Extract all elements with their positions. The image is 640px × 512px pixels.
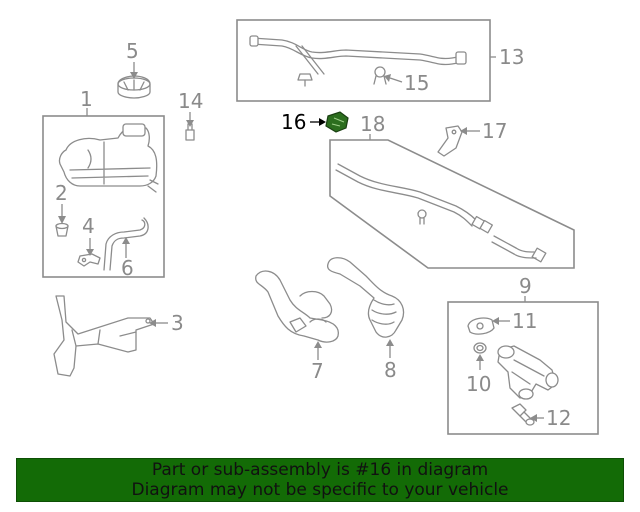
callout-16: 16 xyxy=(281,110,306,134)
callout-2: 2 xyxy=(55,181,68,205)
hose-bracket[interactable] xyxy=(437,125,463,157)
callout-9: 9 xyxy=(519,274,532,298)
reservoir-cap[interactable] xyxy=(117,75,151,99)
info-banner: Part or sub-assembly is #16 in diagram D… xyxy=(16,458,624,502)
callout-14: 14 xyxy=(178,89,203,113)
o-ring-10[interactable] xyxy=(473,342,487,354)
callout-8: 8 xyxy=(384,358,397,382)
callout-6: 6 xyxy=(121,256,134,280)
radiator-hose-7[interactable] xyxy=(255,270,340,343)
callout-11: 11 xyxy=(512,309,537,333)
reservoir-group-box xyxy=(42,115,165,278)
banner-line-1: Part or sub-assembly is #16 in diagram xyxy=(151,460,489,480)
callout-13: 13 xyxy=(499,45,524,69)
upper-heater-hose[interactable] xyxy=(249,35,467,75)
coolant-reservoir-tank[interactable] xyxy=(58,123,159,193)
push-clip[interactable] xyxy=(373,66,387,85)
banner-line-2: Diagram may not be specific to your vehi… xyxy=(131,480,509,500)
callout-4: 4 xyxy=(82,214,95,238)
bolt-12[interactable] xyxy=(511,403,535,426)
callout-7: 7 xyxy=(311,359,324,383)
callout-15: 15 xyxy=(404,71,429,95)
hose-clip-small[interactable] xyxy=(417,209,427,225)
thermostat-group-box xyxy=(447,301,599,435)
reservoir-mounting-bracket[interactable] xyxy=(53,295,155,377)
heater-hose-assembly[interactable] xyxy=(335,163,547,263)
callout-10: 10 xyxy=(466,372,491,396)
tank-bushing[interactable] xyxy=(55,222,69,237)
hose-clamp-upper[interactable] xyxy=(297,73,313,87)
thermostat-housing[interactable] xyxy=(497,345,559,400)
callout-18: 18 xyxy=(360,112,385,136)
hose-clip[interactable] xyxy=(185,123,195,141)
callout-12: 12 xyxy=(546,406,571,430)
radiator-hose-8[interactable] xyxy=(326,257,405,338)
callout-1: 1 xyxy=(80,87,93,111)
heater-hose-group-box xyxy=(329,139,575,269)
callout-17: 17 xyxy=(482,119,507,143)
tank-bracket[interactable] xyxy=(77,253,101,267)
part-16-connector[interactable] xyxy=(325,111,349,133)
upper-hose-group-box xyxy=(236,19,491,102)
overflow-hose[interactable] xyxy=(103,217,149,271)
callout-5: 5 xyxy=(126,39,139,63)
sensor-11[interactable] xyxy=(467,317,495,335)
callout-3: 3 xyxy=(171,311,184,335)
